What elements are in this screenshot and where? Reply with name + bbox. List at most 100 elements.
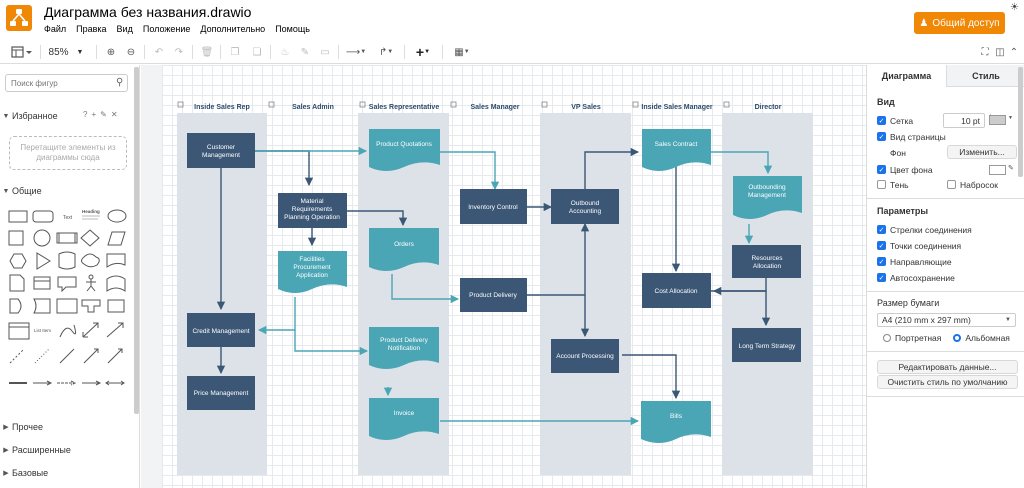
lane-header-vp-sales[interactable]: VP Sales xyxy=(571,104,601,111)
zoom-select[interactable]: 85% ▼ xyxy=(46,44,86,60)
list-item-shape-label[interactable]: List Item xyxy=(34,328,51,333)
to-front-button[interactable]: ❐ xyxy=(228,44,242,60)
rectangle-shape[interactable] xyxy=(8,210,28,223)
stored-data-shape[interactable] xyxy=(33,298,51,314)
share-button[interactable]: ♟ Общий доступ xyxy=(914,12,1005,34)
ellipse-shape[interactable] xyxy=(107,209,127,223)
rounded-rectangle-shape[interactable] xyxy=(32,210,54,223)
edit-data-button[interactable]: Редактировать данные... xyxy=(877,360,1018,374)
node-credit-management[interactable] xyxy=(187,313,255,347)
lane-inside-sales-rep[interactable] xyxy=(177,113,267,475)
general-section-header[interactable]: ▼ Общие xyxy=(0,182,140,200)
basic-section-header[interactable]: ▶ Базовые xyxy=(0,464,140,482)
format-panel-button[interactable]: ◫ xyxy=(994,44,1006,60)
delete-button[interactable]: 🗑 xyxy=(200,44,214,60)
node-long-term-strategy[interactable] xyxy=(732,328,801,362)
tape-shape[interactable] xyxy=(106,275,126,292)
edge-account-to-bills[interactable] xyxy=(622,354,681,400)
format-panel-scrollbar[interactable] xyxy=(1018,67,1023,177)
edge-facilities-to-notification[interactable] xyxy=(294,330,369,356)
paper-size-select[interactable]: A4 (210 mm x 297 mm) ▼ xyxy=(877,313,1016,327)
node-outbounding-management[interactable] xyxy=(733,176,802,219)
theme-toggle-icon[interactable]: ☀ xyxy=(1010,2,1019,13)
lane-collapse-icon[interactable] xyxy=(177,101,184,108)
collapse-button[interactable]: ⌃ xyxy=(1008,44,1020,60)
node-invoice[interactable] xyxy=(369,398,439,440)
circle-shape[interactable] xyxy=(33,229,51,247)
lane-collapse-icon[interactable] xyxy=(359,101,366,108)
grid-size-input[interactable]: 10 pt xyxy=(943,113,985,128)
node-bills[interactable] xyxy=(641,401,711,443)
node-product-delivery-notification[interactable] xyxy=(369,327,439,369)
line-shape[interactable] xyxy=(59,348,75,364)
change-background-button[interactable]: Изменить... xyxy=(947,145,1017,159)
delay-shape[interactable] xyxy=(9,298,22,314)
zoom-in-button[interactable]: ⊕ xyxy=(104,44,118,60)
shape-search-input[interactable] xyxy=(5,74,128,92)
connection-points-checkbox[interactable]: ✓ xyxy=(877,241,886,250)
edge-contract-to-outbounding[interactable] xyxy=(710,151,773,175)
insert-button[interactable]: +▼ xyxy=(410,44,436,60)
process-shape[interactable] xyxy=(56,232,78,244)
lane-header-inside-sales-manager[interactable]: Inside Sales Manager xyxy=(641,104,712,111)
portrait-radio[interactable] xyxy=(883,333,891,342)
document-title[interactable]: Диаграмма без названия.drawio xyxy=(44,4,252,20)
card-shape[interactable] xyxy=(9,274,25,292)
node-customer-management[interactable] xyxy=(187,133,255,168)
lane-collapse-icon[interactable] xyxy=(723,101,730,108)
document-shape[interactable] xyxy=(106,253,126,268)
node-sales-contract[interactable] xyxy=(642,129,711,171)
manual-operation-shape[interactable] xyxy=(81,299,101,313)
edit-icon[interactable]: ✎ xyxy=(100,110,111,119)
grid-color-swatch[interactable] xyxy=(989,115,1006,125)
sketch-checkbox[interactable] xyxy=(947,180,956,189)
zoom-out-button[interactable]: ⊖ xyxy=(124,44,138,60)
hexagon-shape[interactable] xyxy=(9,253,27,269)
lane-header-director[interactable]: Director xyxy=(755,104,782,111)
autosave-checkbox[interactable]: ✓ xyxy=(877,273,886,282)
edge-quotations-to-inventory[interactable] xyxy=(440,151,500,191)
text-shape[interactable]: Text xyxy=(63,215,73,221)
bidirectional-arrow-shape[interactable] xyxy=(82,322,99,338)
menu-edit[interactable]: Правка xyxy=(76,24,107,34)
connection-arrows-checkbox[interactable]: ✓ xyxy=(877,225,886,234)
clear-default-style-button[interactable]: Очистить стиль по умолчанию xyxy=(877,375,1018,389)
node-material-requirements[interactable] xyxy=(278,193,347,228)
node-facilities-procurement[interactable] xyxy=(278,251,347,293)
cloud-shape[interactable] xyxy=(81,253,100,268)
to-back-button[interactable]: ❏ xyxy=(250,44,264,60)
container-shape[interactable] xyxy=(8,322,30,340)
shadow-checkbox[interactable] xyxy=(877,180,886,189)
undo-button[interactable]: ↶ xyxy=(152,44,166,60)
tab-style[interactable]: Стиль xyxy=(946,65,1024,87)
swimlane-diagram[interactable]: Inside Sales Rep Sales Admin Sales Repre… xyxy=(162,65,866,488)
internal-storage-shape[interactable] xyxy=(33,276,51,290)
shadow-button[interactable]: ▭ xyxy=(318,44,332,60)
folder-shape[interactable] xyxy=(107,299,125,313)
node-cost-allocation[interactable] xyxy=(642,273,711,308)
lane-collapse-icon[interactable] xyxy=(541,101,548,108)
square-shape[interactable] xyxy=(8,230,24,246)
lane-collapse-icon[interactable] xyxy=(632,101,639,108)
link-arrow-shape[interactable] xyxy=(82,380,102,386)
bg-color-swatch[interactable] xyxy=(989,165,1006,175)
actor-shape[interactable] xyxy=(88,274,94,280)
guides-checkbox[interactable]: ✓ xyxy=(877,257,886,266)
connector-shape[interactable] xyxy=(107,348,123,364)
directional-arrow-shape[interactable] xyxy=(83,348,99,364)
chevron-down-icon[interactable]: ▼ xyxy=(1008,115,1013,121)
search-icon[interactable]: ⚲ xyxy=(116,77,124,88)
line-color-button[interactable]: ✎ xyxy=(298,44,312,60)
tab-diagram[interactable]: Диаграмма xyxy=(881,71,932,81)
arrow-shape[interactable] xyxy=(106,322,124,338)
help-icon[interactable]: ? xyxy=(83,110,92,119)
heading-shape[interactable]: Heading xyxy=(82,209,100,214)
node-product-quotations[interactable] xyxy=(369,129,440,171)
dashed-line-shape[interactable] xyxy=(9,348,25,364)
node-inventory-control[interactable] xyxy=(460,189,527,224)
menu-extras[interactable]: Дополнительно xyxy=(200,24,266,34)
eyedropper-icon[interactable]: ✎ xyxy=(1008,165,1014,172)
add-icon[interactable]: + xyxy=(91,110,101,119)
node-product-delivery[interactable] xyxy=(460,278,527,312)
lane-header-sales-admin[interactable]: Sales Admin xyxy=(292,104,334,111)
